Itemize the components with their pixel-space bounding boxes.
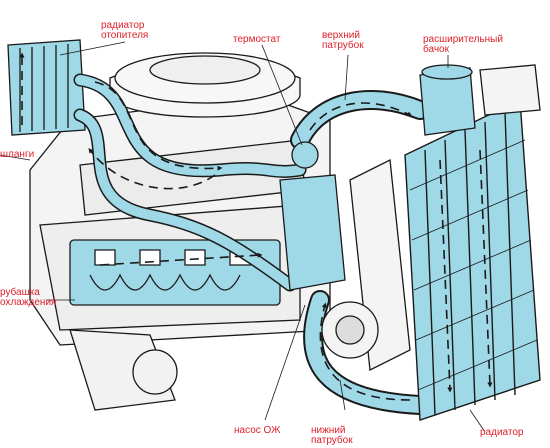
label-radiator: радиатор (480, 427, 524, 438)
expansion-tank (419, 64, 541, 136)
label-expansion-tank: расширительный бачок (423, 34, 503, 55)
radiator (404, 98, 541, 421)
label-water-jacket: рубашка охлаждения (0, 287, 57, 308)
label-hoses: шланги (0, 149, 35, 160)
leader-lines (0, 41, 486, 433)
label-lower-hose: нижний патрубок (311, 425, 353, 446)
coolant-hoses (73, 73, 430, 415)
air-filter (109, 52, 301, 118)
label-heater-core: радиатор отопителя (101, 20, 149, 41)
pump-housing (279, 141, 346, 291)
starter (69, 329, 178, 411)
flow-arrows (19, 52, 493, 401)
fan-and-pulley (321, 158, 411, 372)
label-coolant-pump: насос ОЖ (234, 425, 281, 436)
label-thermostat: термостат (233, 34, 281, 45)
heater-core (7, 39, 86, 136)
label-upper-hose: верхний патрубок (322, 30, 364, 51)
